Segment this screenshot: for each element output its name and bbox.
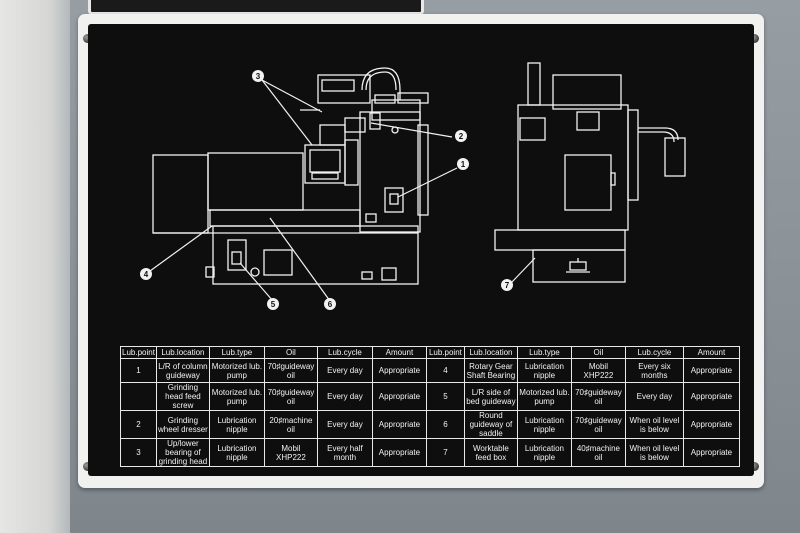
header-lub-type-2: Lub.type [516,346,572,359]
table-cell: L/R side of bed guideway [463,382,518,411]
front-view-drawing [152,67,429,285]
screw-bottom-right [750,462,759,471]
upper-nameplate [88,0,424,15]
table-cell: 70♯guideway oil [570,382,626,411]
callout-4-marker [140,268,152,280]
header-oil: Oil [263,346,318,359]
lubrication-table: Lub.point Lub.location Lub.type Oil Lub.… [120,346,740,467]
table-cell: Mobil XHP222 [263,438,318,467]
table-cell: 7 [425,438,465,467]
table-cell: Every six months [624,358,684,383]
black-panel: 3 2 1 4 5 6 7 Lub.point Lub.location L [88,24,754,476]
table-header-row: Lub.point Lub.location Lub.type Oil Lub.… [120,346,740,359]
callout-4-label: 4 [144,270,149,279]
table-cell: Grinding head feed screw [155,382,210,411]
table-cell: Appropriate [371,382,427,411]
table-row: 2 Grinding wheel dresser Lubrication nip… [120,410,740,439]
table-cell: Lubrication nipple [516,438,572,467]
table-row: 3 Up/lower bearing of grinding head Lubr… [120,438,740,467]
table-cell: Up/lower bearing of grinding head [155,438,210,467]
leader-lines [149,79,536,302]
table-cell: 3 [120,438,157,467]
screw-top-right [750,34,759,43]
table-cell: Appropriate [682,358,740,383]
table-cell: Every day [316,410,373,439]
table-cell: Every day [624,382,684,411]
table-cell: Round guideway of saddle [463,410,518,439]
header-oil-2: Oil [570,346,626,359]
table-cell: 20♯machine oil [263,410,318,439]
table-cell: Every day [316,382,373,411]
callout-3-marker [252,70,264,82]
callout-6-marker [324,298,336,310]
table-cell: Lubrication nipple [516,410,572,439]
table-cell: Appropriate [682,438,740,467]
table-cell: Rotary Gear Shaft Bearing [463,358,518,383]
side-view-drawing [494,62,686,283]
table-cell: Grinding wheel dresser [155,410,210,439]
table-cell: 1 [120,358,157,383]
screw-top-left [83,34,92,43]
table-cell: Appropriate [371,358,427,383]
callout-1-label: 1 [461,160,466,169]
screw-bottom-left [83,462,92,471]
table-row: 1 L/R of column guideway Motorized lub. … [120,358,740,383]
callout-markers [140,70,513,310]
table-cell: 5 [425,382,465,411]
callout-7-marker [501,279,513,291]
table-cell: Appropriate [682,382,740,411]
callout-2-marker [455,130,467,142]
table-row: Grinding head feed screw Motorized lub. … [120,382,740,411]
header-lub-location: Lub.location [155,346,210,359]
table-cell: 70♯guideway oil [570,410,626,439]
header-amount: Amount [371,346,427,359]
callout-2-label: 2 [459,132,464,141]
callout-5-label: 5 [271,300,276,309]
table-cell: Appropriate [371,438,427,467]
table-cell: Lubrication nipple [516,358,572,383]
callout-1-marker [457,158,469,170]
callout-7-label: 7 [505,281,510,290]
table-cell: When oil level is below [624,438,684,467]
wall-background [0,0,70,533]
table-cell: Appropriate [682,410,740,439]
table-cell: Mobil XHP222 [570,358,626,383]
machine-diagram: 3 2 1 4 5 6 7 [140,62,686,310]
header-lub-cycle: Lub.cycle [316,346,373,359]
table-cell: 70♯guideway oil [263,382,318,411]
table-cell: Worktable feed box [463,438,518,467]
table-cell: Every half month [316,438,373,467]
header-lub-point-2: Lub.point [425,346,465,359]
table-cell: 6 [425,410,465,439]
header-lub-type: Lub.type [208,346,265,359]
header-lub-location-2: Lub.location [463,346,518,359]
table-cell: Motorized lub. pump [516,382,572,411]
table-cell: 4 [425,358,465,383]
table-cell: 70♯guideway oil [263,358,318,383]
lubrication-nameplate: 3 2 1 4 5 6 7 Lub.point Lub.location L [78,14,764,488]
callout-3-label: 3 [256,72,261,81]
table-cell: L/R of column guideway [155,358,210,383]
table-cell: Lubrication nipple [208,410,265,439]
table-cell: When oil level is below [624,410,684,439]
header-lub-point: Lub.point [120,346,157,359]
header-amount-2: Amount [682,346,740,359]
table-cell: Lubrication nipple [208,438,265,467]
table-cell: 40♯machine oil [570,438,626,467]
table-cell [120,382,157,411]
table-cell: Every day [316,358,373,383]
header-lub-cycle-2: Lub.cycle [624,346,684,359]
table-cell: Appropriate [371,410,427,439]
table-cell: 2 [120,410,157,439]
callout-6-label: 6 [328,300,333,309]
callout-numbers: 3 2 1 4 5 6 7 [144,72,510,309]
table-cell: Motorized lub. pump [208,382,265,411]
callout-5-marker [267,298,279,310]
table-cell: Motorized lub. pump [208,358,265,383]
